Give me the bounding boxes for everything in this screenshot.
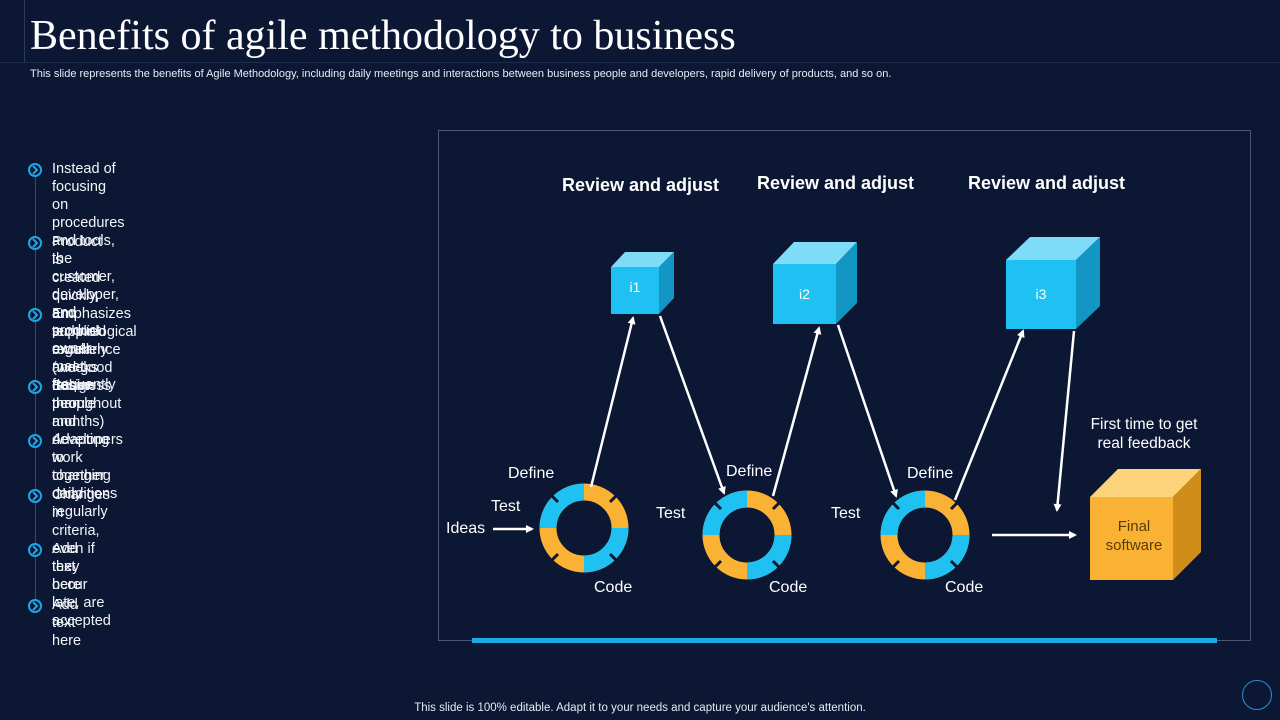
- bullet-item: Business people and developers work toge…: [28, 377, 123, 503]
- bullet-item: Product is created quickly, and supplied…: [28, 233, 108, 431]
- iteration-cube-i3: [1006, 237, 1100, 329]
- feedback-line: First time to get: [1090, 416, 1198, 433]
- chevron-marker-icon: [28, 163, 42, 177]
- feedback-line: real feedback: [1097, 435, 1191, 452]
- bullet-item: Add text here: [28, 596, 82, 650]
- final-software-cube: [1090, 469, 1201, 580]
- test-label-1: Test: [491, 498, 521, 515]
- bullet-text: customer, developer, and product owner m…: [52, 269, 119, 393]
- panel-accent-bar: [472, 638, 1217, 643]
- bullet-text: Add text here: [52, 597, 82, 649]
- footer-note: This slide is 100% editable. Adapt it to…: [414, 702, 866, 714]
- chevron-marker-icon: [28, 380, 42, 394]
- final-software-label: Final software: [1090, 517, 1178, 555]
- bullet-item: Emphasizes technological excellence and …: [28, 305, 137, 413]
- bullet-text: regularly (weeks rather than months): [52, 342, 108, 430]
- bullet-text: Adapting to changing conditions regularl…: [52, 432, 118, 520]
- arrow-up-1: [589, 316, 636, 488]
- cycle-ring-1: [539, 483, 629, 573]
- review-heading-3: Review and adjust: [968, 173, 1126, 193]
- iteration-label-i3: i3: [1035, 286, 1047, 302]
- code-label-1: Code: [594, 579, 633, 596]
- final-line: software: [1105, 537, 1163, 554]
- bullet-item: Instead of focusing on procedures and to…: [28, 160, 125, 394]
- arrow-down-1: [658, 315, 726, 495]
- flow-arrows: [493, 315, 1077, 539]
- code-label-2: Code: [769, 579, 808, 596]
- arrow-down-3: [1053, 330, 1076, 512]
- define-label-2: Define: [726, 463, 773, 480]
- cycle-ring-3: [880, 490, 970, 580]
- define-label-1: Define: [508, 465, 555, 482]
- title-divider: [0, 62, 1280, 63]
- test-label-3: Test: [831, 505, 861, 522]
- test-label-2: Test: [656, 505, 686, 522]
- bullet-item: Adapting to changing conditions regularl…: [28, 431, 118, 521]
- bullet-text: Instead of focusing on procedures and to…: [52, 161, 125, 267]
- arrow-down-2: [836, 324, 898, 498]
- review-heading-2: Review and adjust: [757, 173, 915, 193]
- bullet-text: design throughout: [52, 378, 122, 412]
- feedback-caption: First time to get real feedback: [1080, 415, 1208, 453]
- arrow-up-2: [771, 326, 822, 497]
- iteration-label-i2: i2: [799, 286, 810, 302]
- chevron-marker-icon: [28, 543, 42, 557]
- page-title: Benefits of agile methodology to busines…: [30, 13, 736, 59]
- review-heading-1: Review and adjust: [562, 175, 720, 195]
- define-label-3: Define: [907, 465, 954, 482]
- bullet-text: Emphasizes technological excellence and …: [52, 306, 137, 376]
- bullet-item: Changes in criteria, even if they occur …: [28, 486, 111, 630]
- corner-line: [24, 0, 25, 62]
- bullet-item: Add text here: [28, 540, 82, 594]
- iteration-label-i1: i1: [629, 279, 641, 295]
- iteration-cube-i1: [611, 252, 674, 314]
- chevron-marker-icon: [28, 434, 42, 448]
- bullet-text: Changes in criteria, even if they occur …: [52, 487, 111, 629]
- final-line: Final: [1117, 518, 1151, 535]
- bullet-text: Product is created quickly, and supplied: [52, 234, 107, 340]
- iteration-cube-i2: [773, 242, 857, 324]
- ideas-label: Ideas: [446, 520, 486, 537]
- bullet-text: Add text here: [52, 541, 82, 593]
- arrow-up-3: [953, 329, 1025, 501]
- chevron-marker-icon: [28, 308, 42, 322]
- chevron-marker-icon: [28, 599, 42, 613]
- cycle-ring-2: [702, 490, 792, 580]
- chevron-marker-icon: [28, 489, 42, 503]
- bullet-text: Business people and developers work toge…: [52, 378, 123, 502]
- nav-circle-button[interactable]: [1242, 680, 1272, 710]
- page-subtitle: This slide represents the benefits of Ag…: [30, 68, 892, 80]
- code-label-3: Code: [945, 579, 984, 596]
- chevron-marker-icon: [28, 236, 42, 250]
